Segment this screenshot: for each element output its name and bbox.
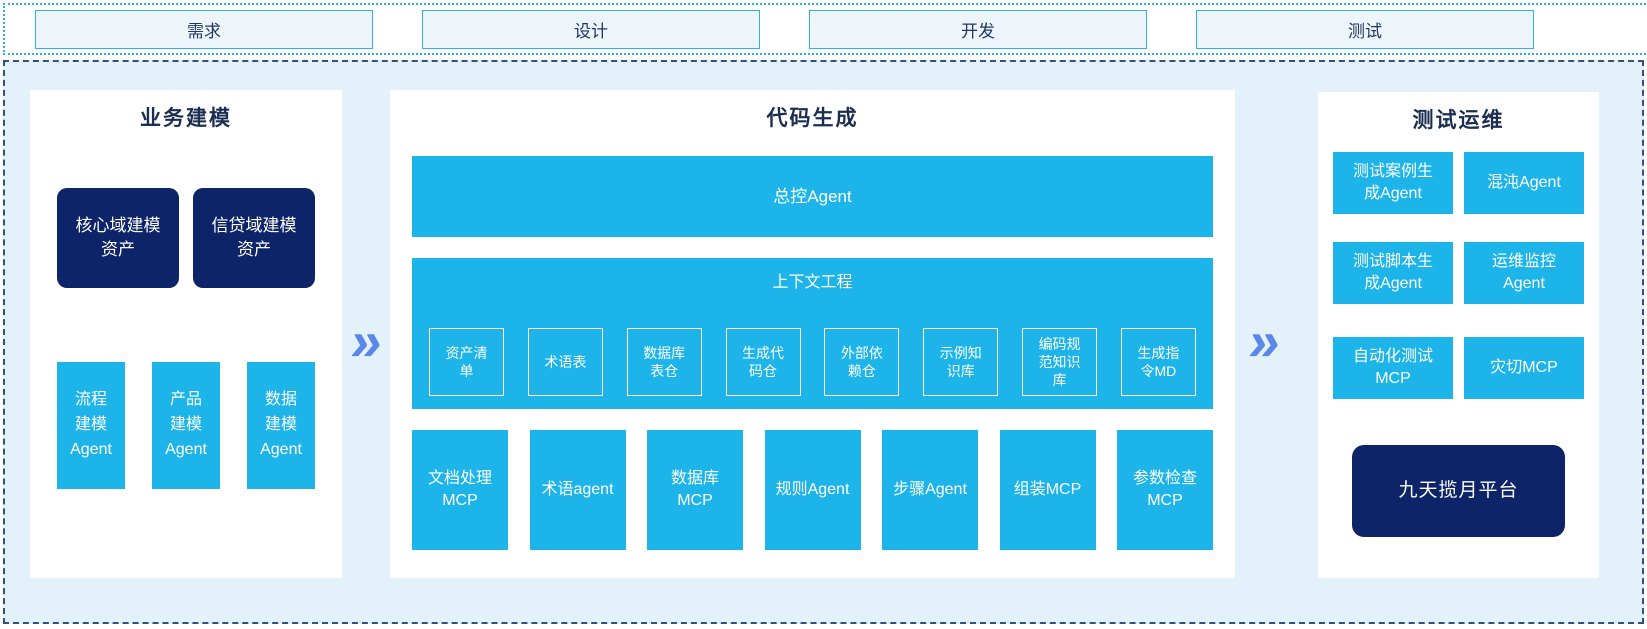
section-title-code-generation: 代码生成: [766, 107, 859, 130]
box-generation-instruction-md: 生成指 令MD: [1120, 328, 1196, 396]
phase-development: 开发: [809, 9, 1147, 49]
box-coding-standard-knowledge-base: 编码规 范知识 库: [1022, 328, 1098, 396]
box-process-modeling-agent: 流程 建模 Agent: [57, 362, 125, 489]
main-panel: 业务建模 核心域建模 资产 信贷域建模 资产 流程 建模 Agent 产品 建模…: [3, 60, 1644, 624]
chevron-right-icon: »: [346, 308, 388, 372]
box-ops-monitoring-agent: 运维监控 Agent: [1464, 242, 1584, 304]
box-terminology-agent: 术语agent: [529, 430, 626, 550]
context-engineering-title: 上下文工程: [772, 274, 853, 291]
box-chaos-agent: 混沌Agent: [1464, 152, 1584, 214]
box-assembly-mcp: 组装MCP: [999, 430, 1096, 550]
box-asset-list: 资产清 单: [429, 328, 504, 396]
section-title-business-modeling: 业务建模: [140, 107, 232, 130]
box-disaster-switch-mcp: 灾切MCP: [1464, 337, 1584, 399]
box-credit-domain-modeling-assets: 信贷域建模 资产: [193, 188, 315, 288]
box-master-control-agent: 总控Agent: [412, 156, 1213, 237]
box-step-agent: 步骤Agent: [882, 430, 978, 550]
test-ops-row: 测试脚本生 成Agent 运维监控 Agent: [1333, 242, 1584, 304]
phase-strip: 需求 设计 开发 测试: [3, 3, 1647, 55]
section-test-ops: 测试运维 测试案例生 成Agent 混沌Agent 测试脚本生 成Agent 运…: [1318, 92, 1599, 578]
chevron-right-icon: »: [1244, 308, 1286, 372]
phase-requirements: 需求: [35, 9, 373, 49]
box-automated-testing-mcp: 自动化测试 MCP: [1333, 337, 1453, 399]
box-glossary: 术语表: [527, 328, 603, 396]
box-product-modeling-agent: 产品 建模 Agent: [152, 362, 220, 489]
box-external-dependency-repo: 外部依 赖仓: [824, 328, 900, 396]
box-example-knowledge-base: 示例知 识库: [923, 328, 999, 396]
box-test-script-generation-agent: 测试脚本生 成Agent: [1333, 242, 1453, 304]
box-jiutian-lanyue-platform: 九天揽月平台: [1352, 445, 1565, 537]
phase-testing: 测试: [1196, 9, 1534, 49]
box-core-domain-modeling-assets: 核心域建模 资产: [57, 188, 179, 288]
box-test-case-generation-agent: 测试案例生 成Agent: [1333, 152, 1453, 214]
box-database-table-repo: 数据库 表仓: [626, 328, 702, 396]
box-database-mcp: 数据库 MCP: [647, 430, 743, 550]
box-data-modeling-agent: 数据 建模 Agent: [247, 362, 315, 489]
section-code-generation: 代码生成 总控Agent 上下文工程 资产清 单 术语表 数据库 表仓 生成代 …: [390, 90, 1235, 578]
box-document-processing-mcp: 文档处理 MCP: [412, 430, 508, 550]
test-ops-row: 测试案例生 成Agent 混沌Agent: [1333, 152, 1584, 214]
section-title-test-ops: 测试运维: [1412, 109, 1505, 132]
context-engineering-row: 资产清 单 术语表 数据库 表仓 生成代 码仓 外部依 赖仓 示例知 识库 编码…: [429, 328, 1196, 396]
box-rule-agent: 规则Agent: [764, 430, 861, 550]
phase-design: 设计: [422, 9, 760, 49]
modeling-asset-row: 核心域建模 资产 信贷域建模 资产: [30, 188, 342, 288]
box-generated-code-repo: 生成代 码仓: [725, 328, 801, 396]
section-business-modeling: 业务建模 核心域建模 资产 信贷域建模 资产 流程 建模 Agent 产品 建模…: [30, 90, 342, 578]
test-ops-row: 自动化测试 MCP 灾切MCP: [1333, 337, 1584, 399]
context-engineering-block: 上下文工程 资产清 单 术语表 数据库 表仓 生成代 码仓 外部依 赖仓 示例知…: [412, 258, 1213, 409]
worker-agent-row: 文档处理 MCP 术语agent 数据库 MCP 规则Agent 步骤Agent…: [412, 430, 1213, 550]
box-parameter-check-mcp: 参数检查 MCP: [1117, 430, 1213, 550]
modeling-agent-row: 流程 建模 Agent 产品 建模 Agent 数据 建模 Agent: [30, 362, 342, 489]
